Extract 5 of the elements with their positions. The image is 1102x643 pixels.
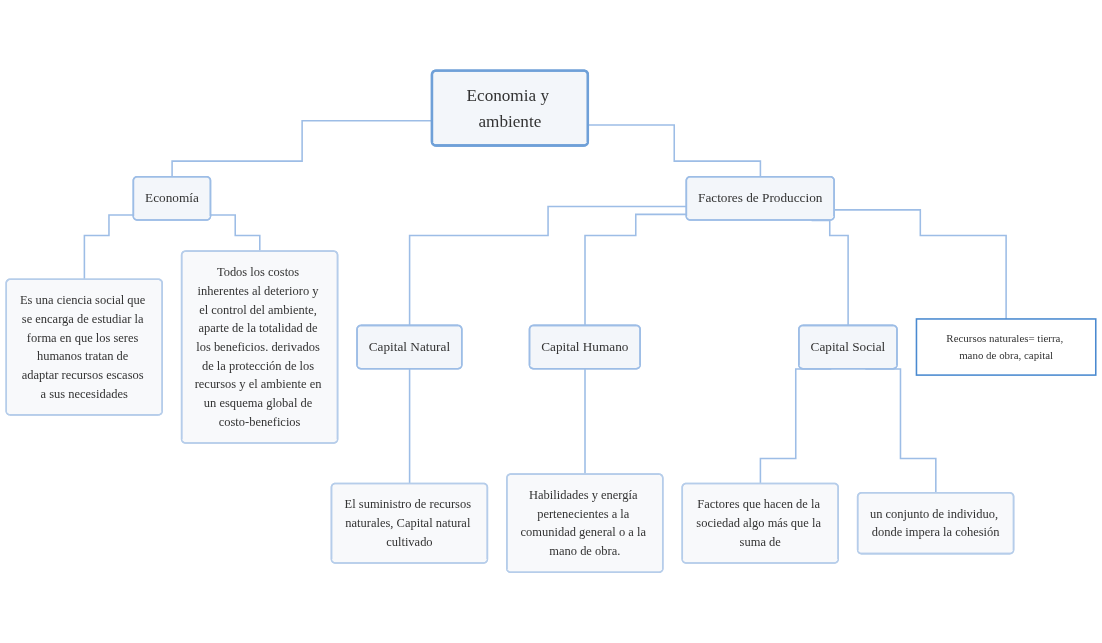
connector <box>584 368 586 476</box>
connector <box>210 214 261 253</box>
connector <box>587 124 762 178</box>
node-box: Recursos naturales= tierra, mano de obra, capital <box>915 318 1097 376</box>
connector <box>408 368 411 485</box>
